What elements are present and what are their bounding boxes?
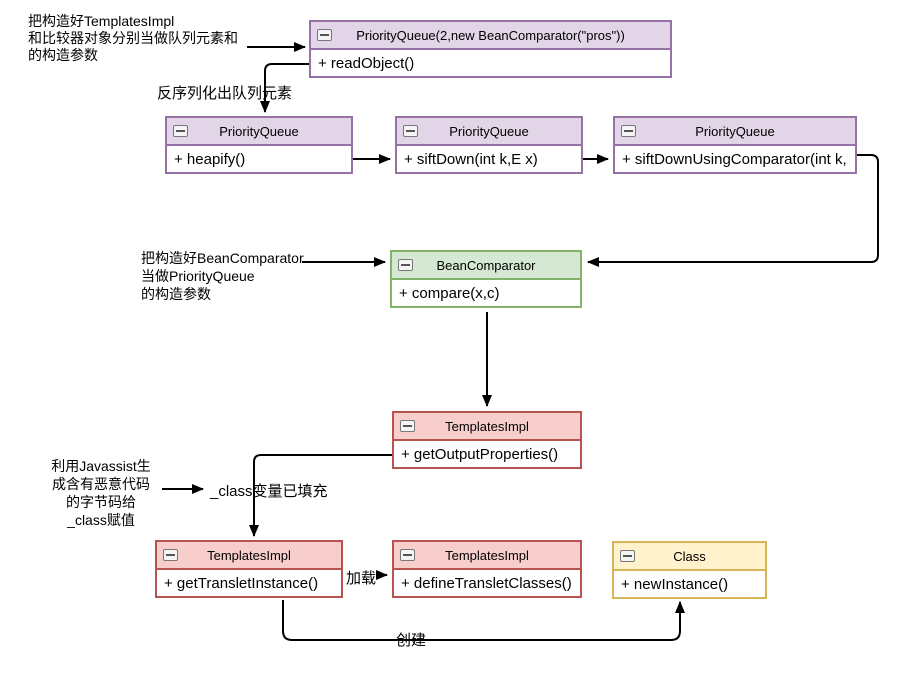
class-title: PriorityQueue(2,new BeanComparator("pros… xyxy=(356,27,625,43)
class-title: Class xyxy=(673,548,706,564)
class-title: TemplatesImpl xyxy=(445,547,529,563)
collapse-icon[interactable] xyxy=(400,420,415,432)
class-title: PriorityQueue xyxy=(695,123,775,139)
class-box-priorityqueue-siftdown[interactable]: PriorityQueue + siftDown(int k,E x) xyxy=(395,116,583,174)
collapse-icon[interactable] xyxy=(163,549,178,561)
class-box-priorityqueue-heapify[interactable]: PriorityQueue + heapify() xyxy=(165,116,353,174)
collapse-icon[interactable] xyxy=(317,29,332,41)
class-title: TemplatesImpl xyxy=(445,418,529,434)
class-header[interactable]: TemplatesImpl xyxy=(394,542,580,570)
class-header[interactable]: PriorityQueue xyxy=(615,118,855,146)
collapse-icon[interactable] xyxy=(400,549,415,561)
class-box-priorityqueue-siftdownusing[interactable]: PriorityQueue + siftDownUsingComparator(… xyxy=(613,116,857,174)
annotation-queue-constructor: 把构造好TemplatesImpl 和比较器对象分别当做队列元素和 的构造参数 xyxy=(28,13,238,63)
class-title: BeanComparator xyxy=(436,257,536,273)
edge-label-load: 加载 xyxy=(346,570,377,587)
class-method: + getOutputProperties() xyxy=(394,441,580,467)
class-box-beancomparator[interactable]: BeanComparator + compare(x,c) xyxy=(390,250,582,308)
edge-label-create: 创建 xyxy=(396,632,427,649)
edge-gettranslet-to-newinstance xyxy=(282,600,685,641)
class-method: + newInstance() xyxy=(614,571,765,597)
class-method: + getTransletInstance() xyxy=(157,570,341,596)
class-title: TemplatesImpl xyxy=(207,547,291,563)
class-title: PriorityQueue xyxy=(219,123,299,139)
class-box-class-newinstance[interactable]: Class + newInstance() xyxy=(612,541,767,599)
class-box-priorityqueue-constructor[interactable]: PriorityQueue(2,new BeanComparator("pros… xyxy=(309,20,672,78)
edge-label-class-filled: _class变量已填充 xyxy=(210,483,328,500)
collapse-icon[interactable] xyxy=(173,125,188,137)
class-method: + defineTransletClasses() xyxy=(394,570,580,596)
class-header[interactable]: Class xyxy=(614,543,765,571)
class-method: + siftDownUsingComparator(int k, xyxy=(615,146,855,172)
class-box-templatesimpl-definetranslet[interactable]: TemplatesImpl + defineTransletClasses() xyxy=(392,540,582,598)
annotation-beancomparator-constructor: 把构造好BeanComparator 当做PriorityQueue 的构造参数 xyxy=(141,250,304,302)
class-header[interactable]: PriorityQueue xyxy=(397,118,581,146)
collapse-icon[interactable] xyxy=(620,550,635,562)
class-header[interactable]: BeanComparator xyxy=(392,252,580,280)
collapse-icon[interactable] xyxy=(398,259,413,271)
class-method: + siftDown(int k,E x) xyxy=(397,146,581,172)
class-header[interactable]: PriorityQueue(2,new BeanComparator("pros… xyxy=(311,22,670,50)
class-title: PriorityQueue xyxy=(449,123,529,139)
class-method: + readObject() xyxy=(311,50,670,76)
class-header[interactable]: TemplatesImpl xyxy=(394,413,580,441)
class-box-templatesimpl-gettranslet[interactable]: TemplatesImpl + getTransletInstance() xyxy=(155,540,343,598)
class-method: + heapify() xyxy=(167,146,351,172)
class-header[interactable]: PriorityQueue xyxy=(167,118,351,146)
collapse-icon[interactable] xyxy=(403,125,418,137)
class-method: + compare(x,c) xyxy=(392,280,580,306)
class-header[interactable]: TemplatesImpl xyxy=(157,542,341,570)
collapse-icon[interactable] xyxy=(621,125,636,137)
class-box-templatesimpl-getoutput[interactable]: TemplatesImpl + getOutputProperties() xyxy=(392,411,582,469)
annotation-javassist: 利用Javassist生 成含有恶意代码 的字节码给 _class赋值 xyxy=(51,458,151,528)
edge-label-deserialize: 反序列化出队列元素 xyxy=(157,85,293,102)
